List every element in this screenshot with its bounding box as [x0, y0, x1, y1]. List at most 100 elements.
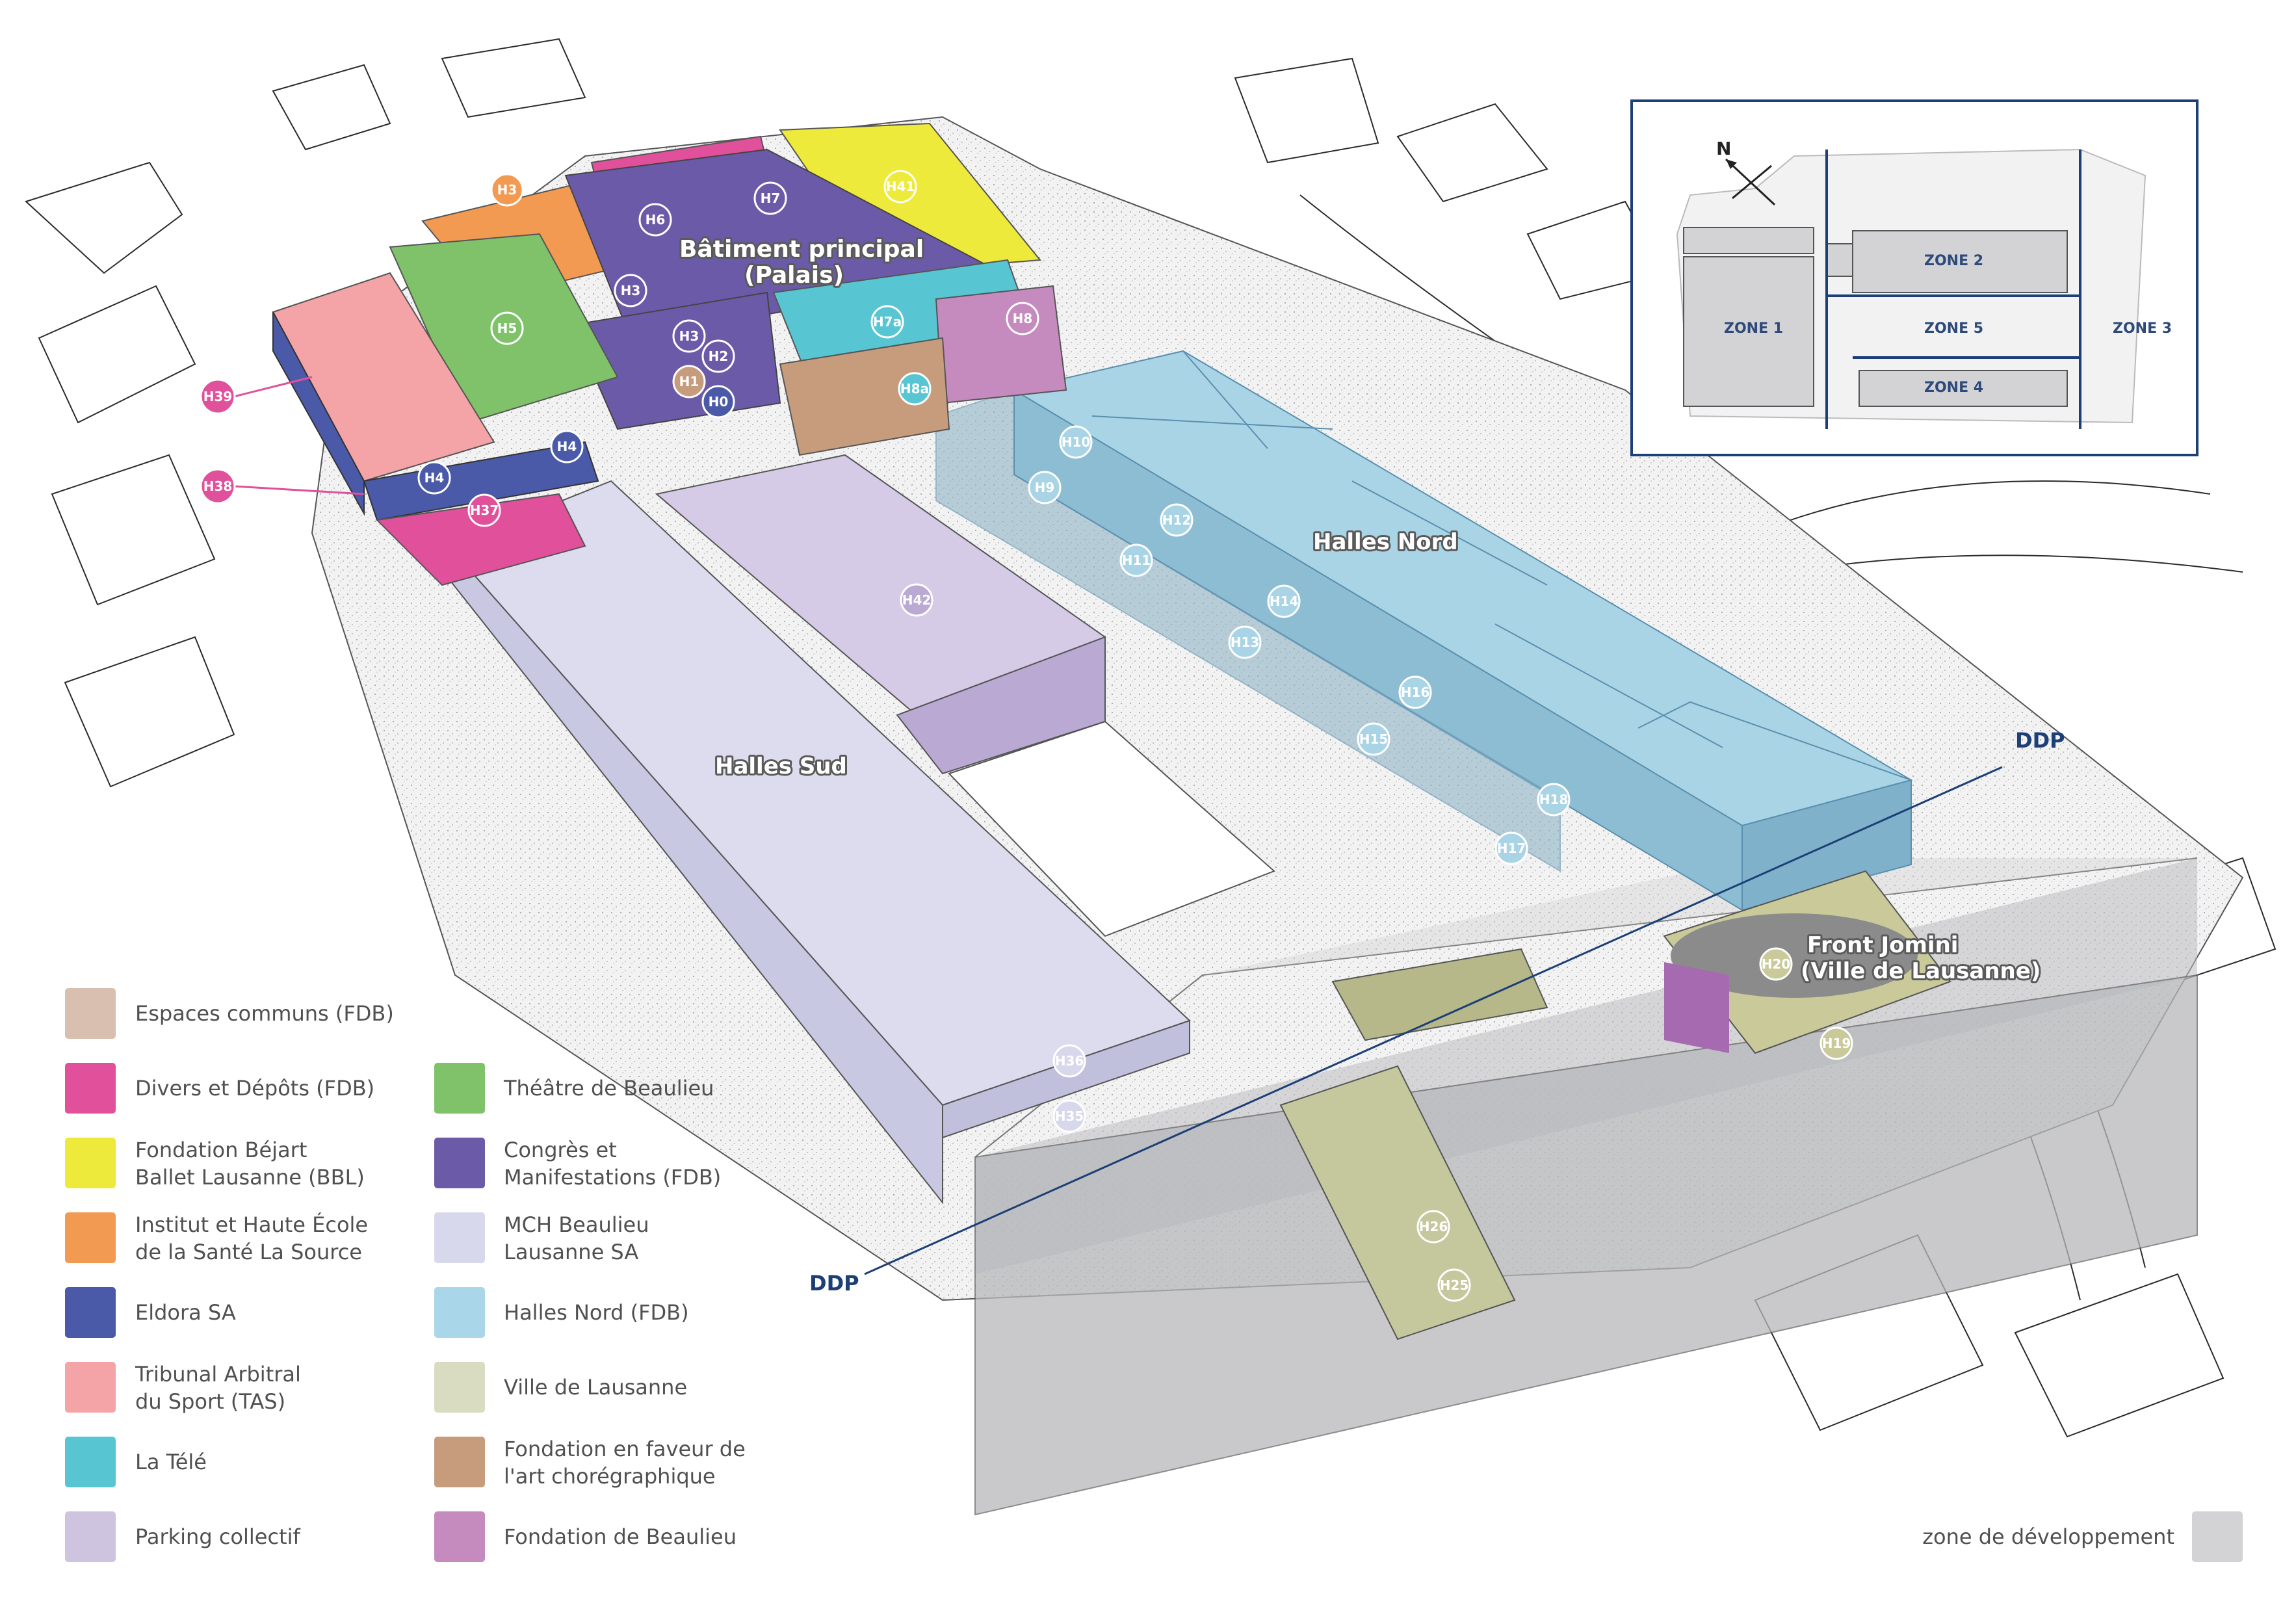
marker-h4b[interactable]: H4 [417, 461, 451, 495]
svg-text:H13: H13 [1231, 634, 1260, 650]
svg-text:H38: H38 [203, 478, 233, 494]
label-front-jomini-sub: (Ville de Lausanne) [1801, 958, 2041, 984]
marker-h3c[interactable]: H3 [672, 319, 706, 353]
label-front-jomini: Front Jomini [1807, 932, 1958, 958]
marker-h14[interactable]: H14 [1267, 584, 1301, 618]
marker-h20[interactable]: H20 [1759, 947, 1793, 981]
svg-text:H15: H15 [1359, 731, 1389, 747]
marker-h3b[interactable]: H3 [614, 274, 647, 307]
legend-label-fondation-beaulieu: Fondation de Beaulieu [504, 1524, 737, 1549]
svg-text:H4: H4 [557, 439, 577, 454]
svg-text:H6: H6 [646, 212, 666, 228]
svg-text:H26: H26 [1419, 1219, 1448, 1234]
marker-h9[interactable]: H9 [1028, 471, 1062, 504]
label-batiment-principal: Bâtiment principal [679, 236, 924, 263]
marker-h19[interactable]: H19 [1820, 1026, 1853, 1060]
legend-swatch-bejart [65, 1138, 116, 1188]
legend-swatch-congres [434, 1138, 485, 1188]
marker-h41[interactable]: H41 [883, 170, 917, 203]
marker-h15[interactable]: H15 [1357, 722, 1390, 756]
marker-h11[interactable]: H11 [1119, 543, 1153, 577]
inset-zone-1: ZONE 1 [1724, 320, 1783, 337]
marker-h7[interactable]: H7 [753, 181, 787, 215]
svg-text:H20: H20 [1762, 956, 1791, 972]
svg-text:H12: H12 [1162, 512, 1192, 528]
legend-label-bejart-2: Ballet Lausanne (BBL) [135, 1165, 365, 1190]
marker-h0[interactable]: H0 [701, 385, 735, 419]
marker-h6[interactable]: H6 [638, 203, 672, 237]
svg-text:H8a: H8a [900, 381, 929, 397]
marker-h5[interactable]: H5 [490, 311, 524, 345]
label-batiment-principal-sub: (Palais) [744, 262, 844, 289]
legend-swatch-zone-dev [2192, 1511, 2243, 1562]
legend-label-tele: La Télé [135, 1450, 207, 1474]
svg-text:H18: H18 [1539, 792, 1569, 807]
svg-text:H2: H2 [709, 348, 729, 364]
legend-label-parking: Parking collectif [135, 1524, 300, 1549]
marker-h39[interactable]: H39 [200, 376, 313, 415]
marker-h25[interactable]: H25 [1437, 1268, 1471, 1302]
marker-h13[interactable]: H13 [1228, 625, 1262, 659]
svg-text:H9: H9 [1035, 480, 1055, 495]
svg-text:H42: H42 [902, 592, 932, 608]
legend-label-congres-1: Congrès et [504, 1138, 617, 1162]
ddp-line [864, 766, 2003, 1275]
label-halles-sud: Halles Sud [715, 753, 847, 779]
legend-label-mch-2: Lausanne SA [504, 1240, 638, 1264]
svg-text:H25: H25 [1440, 1277, 1469, 1293]
svg-text:H39: H39 [203, 389, 233, 404]
legend-label-choreo-1: Fondation en faveur de [504, 1437, 746, 1461]
parking-area [655, 454, 1275, 937]
legend-swatch-tele [65, 1437, 116, 1487]
legend-label-divers-depots: Divers et Dépôts (FDB) [135, 1076, 374, 1101]
marker-h16[interactable]: H16 [1398, 675, 1432, 709]
legend-swatch-theatre [434, 1063, 485, 1114]
legend-label-tas-2: du Sport (TAS) [135, 1389, 285, 1414]
legend-label-theatre: Théâtre de Beaulieu [503, 1076, 714, 1101]
marker-h8[interactable]: H8 [1006, 302, 1039, 335]
svg-text:H37: H37 [470, 502, 499, 518]
north-arrow-icon: N [1716, 138, 1776, 206]
svg-text:H11: H11 [1122, 553, 1151, 568]
legend-swatch-espaces-communs [65, 988, 116, 1039]
marker-h8a[interactable]: H8a [898, 372, 932, 406]
marker-h12[interactable]: H12 [1160, 503, 1194, 537]
svg-text:H5: H5 [497, 320, 517, 336]
inset-zone-2: ZONE 2 [1924, 253, 1983, 269]
ddp-label-top: DDP [2015, 728, 2065, 753]
svg-text:H1: H1 [679, 374, 699, 389]
legend-swatch-tas [65, 1362, 116, 1413]
svg-text:H7: H7 [761, 190, 781, 206]
building-markers: H3 H6 H7 H41 H3 H5 H3 H2 H1 H0 H7a H8 H8… [200, 170, 1853, 1302]
inset-zone-4: ZONE 4 [1924, 380, 1983, 396]
north-label: N [1716, 138, 1731, 159]
marker-h17[interactable]: H17 [1494, 831, 1528, 865]
marker-h18[interactable]: H18 [1537, 783, 1571, 816]
legend-label-mch-1: MCH Beaulieu [504, 1212, 649, 1237]
marker-h26[interactable]: H26 [1416, 1210, 1450, 1244]
marker-h10[interactable]: H10 [1059, 425, 1093, 459]
marker-h35[interactable]: H35 [1052, 1099, 1086, 1133]
marker-h3a[interactable]: H3 [490, 173, 524, 207]
legend-label-source-2: de la Santé La Source [135, 1240, 362, 1264]
marker-h7a[interactable]: H7a [870, 305, 904, 339]
svg-text:H36: H36 [1055, 1053, 1084, 1069]
marker-h2[interactable]: H2 [701, 339, 735, 373]
legend-swatch-choreo [434, 1437, 485, 1487]
svg-text:H3: H3 [621, 283, 641, 298]
marker-h36[interactable]: H36 [1052, 1044, 1086, 1078]
marker-h37[interactable]: H37 [467, 493, 501, 527]
legend-label-espaces-communs: Espaces communs (FDB) [135, 1001, 394, 1026]
marker-h38[interactable]: H38 [200, 468, 365, 504]
legend-label-choreo-2: l'art chorégraphique [504, 1464, 716, 1489]
marker-h1[interactable]: H1 [672, 365, 706, 398]
legend-swatch-parking [65, 1511, 116, 1562]
legend-swatch-fondation-beaulieu [434, 1511, 485, 1562]
svg-text:H19: H19 [1822, 1036, 1851, 1051]
legend-swatch-source [65, 1212, 116, 1263]
marker-h4a[interactable]: H4 [550, 430, 584, 463]
svg-text:H10: H10 [1062, 434, 1091, 450]
marker-h42[interactable]: H42 [900, 583, 933, 617]
svg-text:H14: H14 [1270, 594, 1299, 609]
legend-swatch-ville [434, 1362, 485, 1413]
